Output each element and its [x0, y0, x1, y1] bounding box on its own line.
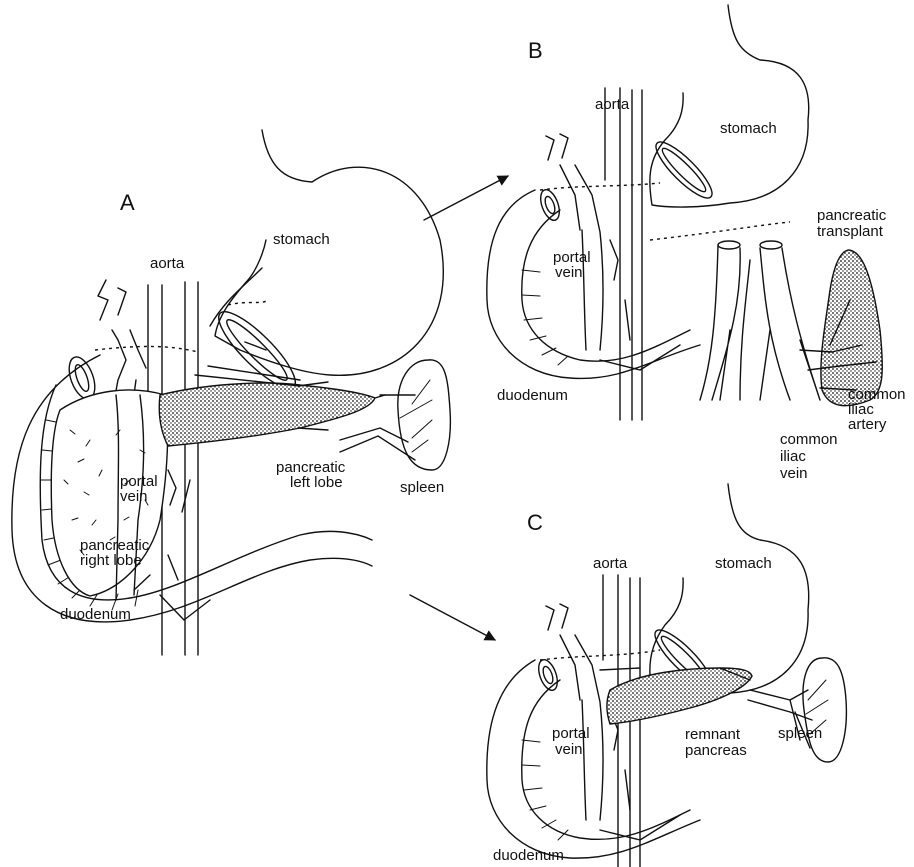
panel-b-iliac-vessels: [700, 245, 820, 400]
panel-b-duodenum-label: duodenum: [497, 387, 568, 404]
panel-b-portal-vein-label-2: vein: [555, 264, 583, 281]
panel-c-stomach-label: stomach: [715, 555, 772, 572]
panel-b-iliac-cap-left: [718, 241, 740, 249]
panel-b-aorta: [605, 88, 642, 420]
panel-a-stomach-inner: [210, 268, 262, 326]
panel-b-iliac-vein-label-1: common: [780, 431, 838, 448]
panel-a-right-lobe-label-2: right lobe: [80, 552, 142, 569]
panel-a-duodenum-label: duodenum: [60, 606, 131, 623]
panel-b: B aorta stomach pancreatic transplant po…: [487, 5, 906, 482]
panel-b-transplant-label-1: pancreatic: [817, 207, 887, 224]
panel-c-aorta-label: aorta: [593, 555, 628, 572]
panel-c-spleen-label: spleen: [778, 725, 822, 742]
panel-c-portal-vein-label-1: portal: [552, 725, 590, 742]
panel-c: C aorta stomach remnant pancreas portal …: [487, 484, 847, 867]
panel-a-stomach-label: stomach: [273, 231, 330, 248]
panel-c-letter: C: [527, 510, 543, 535]
panel-a-letter: A: [120, 190, 135, 215]
panel-b-iliac-artery-label-3: artery: [848, 416, 887, 433]
panel-c-remnant-label-2: pancreas: [685, 742, 747, 759]
panel-c-dashed-line: [540, 650, 660, 660]
panel-b-pancreatic-transplant: [821, 250, 882, 406]
panel-a-spleen-hilum: [400, 380, 432, 452]
panel-a-aorta-label: aorta: [150, 255, 185, 272]
panel-c-duodenum-label: duodenum: [493, 847, 564, 864]
panel-b-duodenum-folds: [522, 270, 568, 365]
panel-b-iliac-vein-label-2: iliac: [780, 448, 806, 465]
panel-b-transplant-label-2: transplant: [817, 223, 884, 240]
panel-b-duodenum: [487, 190, 700, 378]
panel-b-iliac-vein-label-3: vein: [780, 465, 808, 482]
panel-b-aorta-label: aorta: [595, 96, 630, 113]
panel-a-spleen-label: spleen: [400, 479, 444, 496]
panel-c-duodenal-ring: [535, 657, 561, 693]
panel-b-stomach-label: stomach: [720, 120, 777, 137]
panel-a-pylorus: [245, 342, 266, 350]
panel-b-stomach-shape: [650, 5, 809, 207]
panel-c-remnant-label-1: remnant: [685, 726, 741, 743]
panel-a: A aorta stomach pancreatic left lobe por…: [12, 130, 451, 655]
panel-b-iliac-cap-right: [760, 241, 782, 249]
arrow-a-to-b: [424, 176, 508, 220]
panel-c-portal-vein-label-2: vein: [555, 741, 583, 758]
panel-a-pancreas-left-lobe: [159, 383, 375, 446]
panel-c-remnant-pancreas: [607, 668, 752, 724]
panel-b-letter: B: [528, 38, 543, 63]
panel-a-stomach-shape: [215, 130, 443, 375]
panel-a-portal-vein-label-2: vein: [120, 488, 148, 505]
panel-a-left-lobe-label-2: left lobe: [290, 474, 343, 491]
arrow-a-to-c: [410, 595, 495, 640]
